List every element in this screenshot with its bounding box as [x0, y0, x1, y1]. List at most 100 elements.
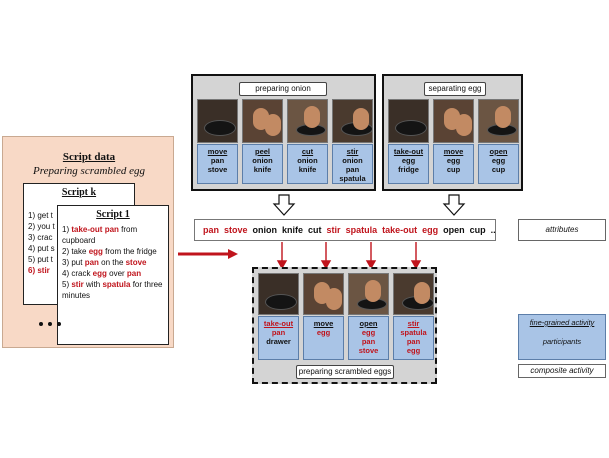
participant: egg	[446, 156, 461, 165]
attribute-word: open	[443, 225, 465, 235]
participant: egg	[406, 346, 421, 355]
activity-verb: stir	[407, 319, 420, 328]
activity-photo	[393, 273, 434, 315]
pan-shape	[204, 120, 236, 136]
participant: stove	[358, 346, 379, 355]
activity-verb: open	[489, 147, 508, 156]
participant: stove	[207, 165, 228, 174]
script-k-line: 6) stir	[28, 266, 50, 275]
script-to-activity-arrow	[178, 249, 238, 259]
hand-shape	[495, 106, 511, 128]
script-text: over	[106, 269, 127, 278]
participant: cup	[446, 165, 461, 174]
script-text: 3) put	[62, 258, 85, 267]
participant: pan	[406, 337, 421, 346]
script-text: 5)	[62, 280, 72, 289]
participant: onion	[297, 156, 318, 165]
script-1-step: 4) crack egg over pan	[58, 268, 168, 279]
script-keyword: stir	[71, 280, 84, 289]
attribute-arrows	[276, 242, 422, 270]
hand-shape	[414, 282, 430, 304]
activity-verb: move	[313, 319, 334, 328]
activity-photo	[433, 99, 474, 143]
activity-verb: cut	[301, 147, 314, 156]
script-keyword: pan	[84, 258, 99, 267]
activity-photo	[197, 99, 238, 143]
activity-photo	[348, 273, 389, 315]
script-keyword: spatula	[102, 280, 131, 289]
script-k-line: 3) crac	[28, 233, 53, 242]
script-data-panel: Script data Preparing scrambled egg Scri…	[2, 136, 174, 348]
attributes-label: attributes	[518, 219, 606, 241]
script-1-step: 2) take egg from the fridge	[58, 246, 168, 257]
participant: knife	[298, 165, 317, 174]
activity-photo	[242, 99, 283, 143]
script-keyword: stove	[125, 258, 147, 267]
participant: egg	[401, 156, 416, 165]
activity-verb: move	[207, 147, 228, 156]
participant: onion	[342, 156, 363, 165]
script-k-line: 2) you t	[28, 222, 55, 231]
preparing-onion-label: preparing onion	[239, 82, 327, 96]
attribute-word: spatula	[345, 225, 378, 235]
script-text: 4) crack	[62, 269, 93, 278]
activity-verb: move	[443, 147, 464, 156]
script-text: on the	[98, 258, 126, 267]
script-data-title: Script data	[62, 151, 116, 163]
script-k-line: 5) put t	[28, 255, 53, 264]
participant: pan	[361, 337, 376, 346]
legend-fine-grained-text: fine-grained activity	[529, 318, 595, 327]
attribute-word: stir	[326, 225, 341, 235]
script-text: from the fridge	[102, 247, 157, 256]
script-1-step: 1) take-out pan from cupboard	[58, 224, 168, 246]
activity-verb: take-out	[263, 319, 294, 328]
attribute-word: take-out	[382, 225, 418, 235]
preparing-scrambled-eggs-label: preparing scrambled eggs	[296, 365, 394, 379]
participant: spatula	[339, 174, 366, 183]
script-keyword: pan	[126, 269, 142, 278]
pan-shape	[265, 294, 297, 310]
participant: cup	[491, 165, 506, 174]
activity-photo	[332, 99, 373, 143]
activity-photo	[287, 99, 328, 143]
attribute-word: pan	[203, 225, 220, 235]
attribute-word: egg	[422, 225, 439, 235]
attribute-word: onion	[252, 225, 278, 235]
participant: pan	[271, 328, 286, 337]
script-1-title: Script 1	[96, 209, 130, 220]
onion-down-arrow	[272, 194, 296, 216]
hand-shape	[326, 288, 342, 310]
participant: onion	[252, 156, 273, 165]
script-keyword: take-out	[71, 225, 103, 234]
script-text: 2) take	[62, 247, 89, 256]
hand-shape	[456, 114, 472, 136]
participant: knife	[253, 165, 272, 174]
attribute-word: cup	[469, 225, 486, 235]
script-text: with	[83, 280, 103, 289]
activity-photo	[478, 99, 519, 143]
egg-down-arrow	[442, 194, 466, 216]
legend-fine-grained-box: fine-grained activity participants	[518, 314, 606, 360]
more-scripts-dots	[39, 313, 66, 331]
activity-verb: peel	[254, 147, 270, 156]
script-keyword: egg	[88, 247, 103, 256]
legend-participants-text: participants	[542, 337, 582, 346]
participant: egg	[361, 328, 376, 337]
activity-photo	[388, 99, 429, 143]
script-text: 1)	[62, 225, 72, 234]
attribute-word: knife	[282, 225, 304, 235]
activity-photo	[303, 273, 344, 315]
hand-shape	[304, 106, 320, 128]
